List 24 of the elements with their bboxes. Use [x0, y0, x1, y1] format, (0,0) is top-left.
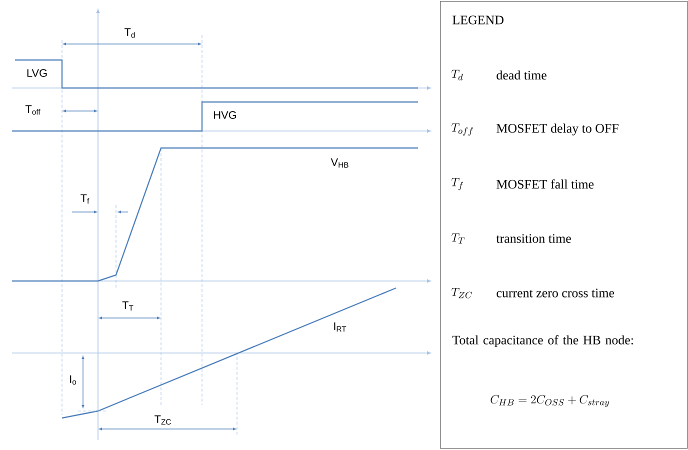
time-label: T$_{f}$	[80, 194, 90, 204]
signal-label: I$_{RT}$	[334, 322, 346, 332]
time-label: T$_{off}$	[25, 105, 40, 115]
legend-symbol: $T_{f}$	[451, 178, 464, 190]
legend-symbol: $T_{T}$	[451, 233, 465, 244]
legend-heading: LEGEND	[452, 16, 504, 24]
signal-label: V$_{HB}$	[330, 158, 348, 168]
signal-label: T$_{d}$	[124, 28, 135, 38]
legend-description: transition time	[496, 234, 571, 243]
formula: $C_{HB}=2C_{OSS}+C_{stray}$	[490, 394, 609, 407]
legend-description: current zero cross time	[496, 288, 614, 298]
legend-description: dead time	[496, 70, 546, 80]
time-label: T$_{T}$	[122, 301, 134, 311]
legend-symbol: $T_{off}$	[451, 124, 473, 136]
legend-symbol: $T_{ZC}$	[451, 288, 472, 298]
time-label: T$_{ZC}$	[154, 415, 171, 425]
legend-panel	[440, 1, 688, 449]
signal-label: HVG	[214, 111, 236, 119]
legend-note: Total capacitance of the HB node:	[452, 335, 633, 348]
time-label: I$_{o}$	[70, 375, 76, 385]
legend-symbol: $T_{d}$	[451, 70, 463, 80]
legend-description: MOSFET delay to OFF	[496, 124, 618, 136]
legend-description: MOSFET fall time	[496, 179, 594, 189]
signal-label: LVG	[27, 69, 47, 77]
